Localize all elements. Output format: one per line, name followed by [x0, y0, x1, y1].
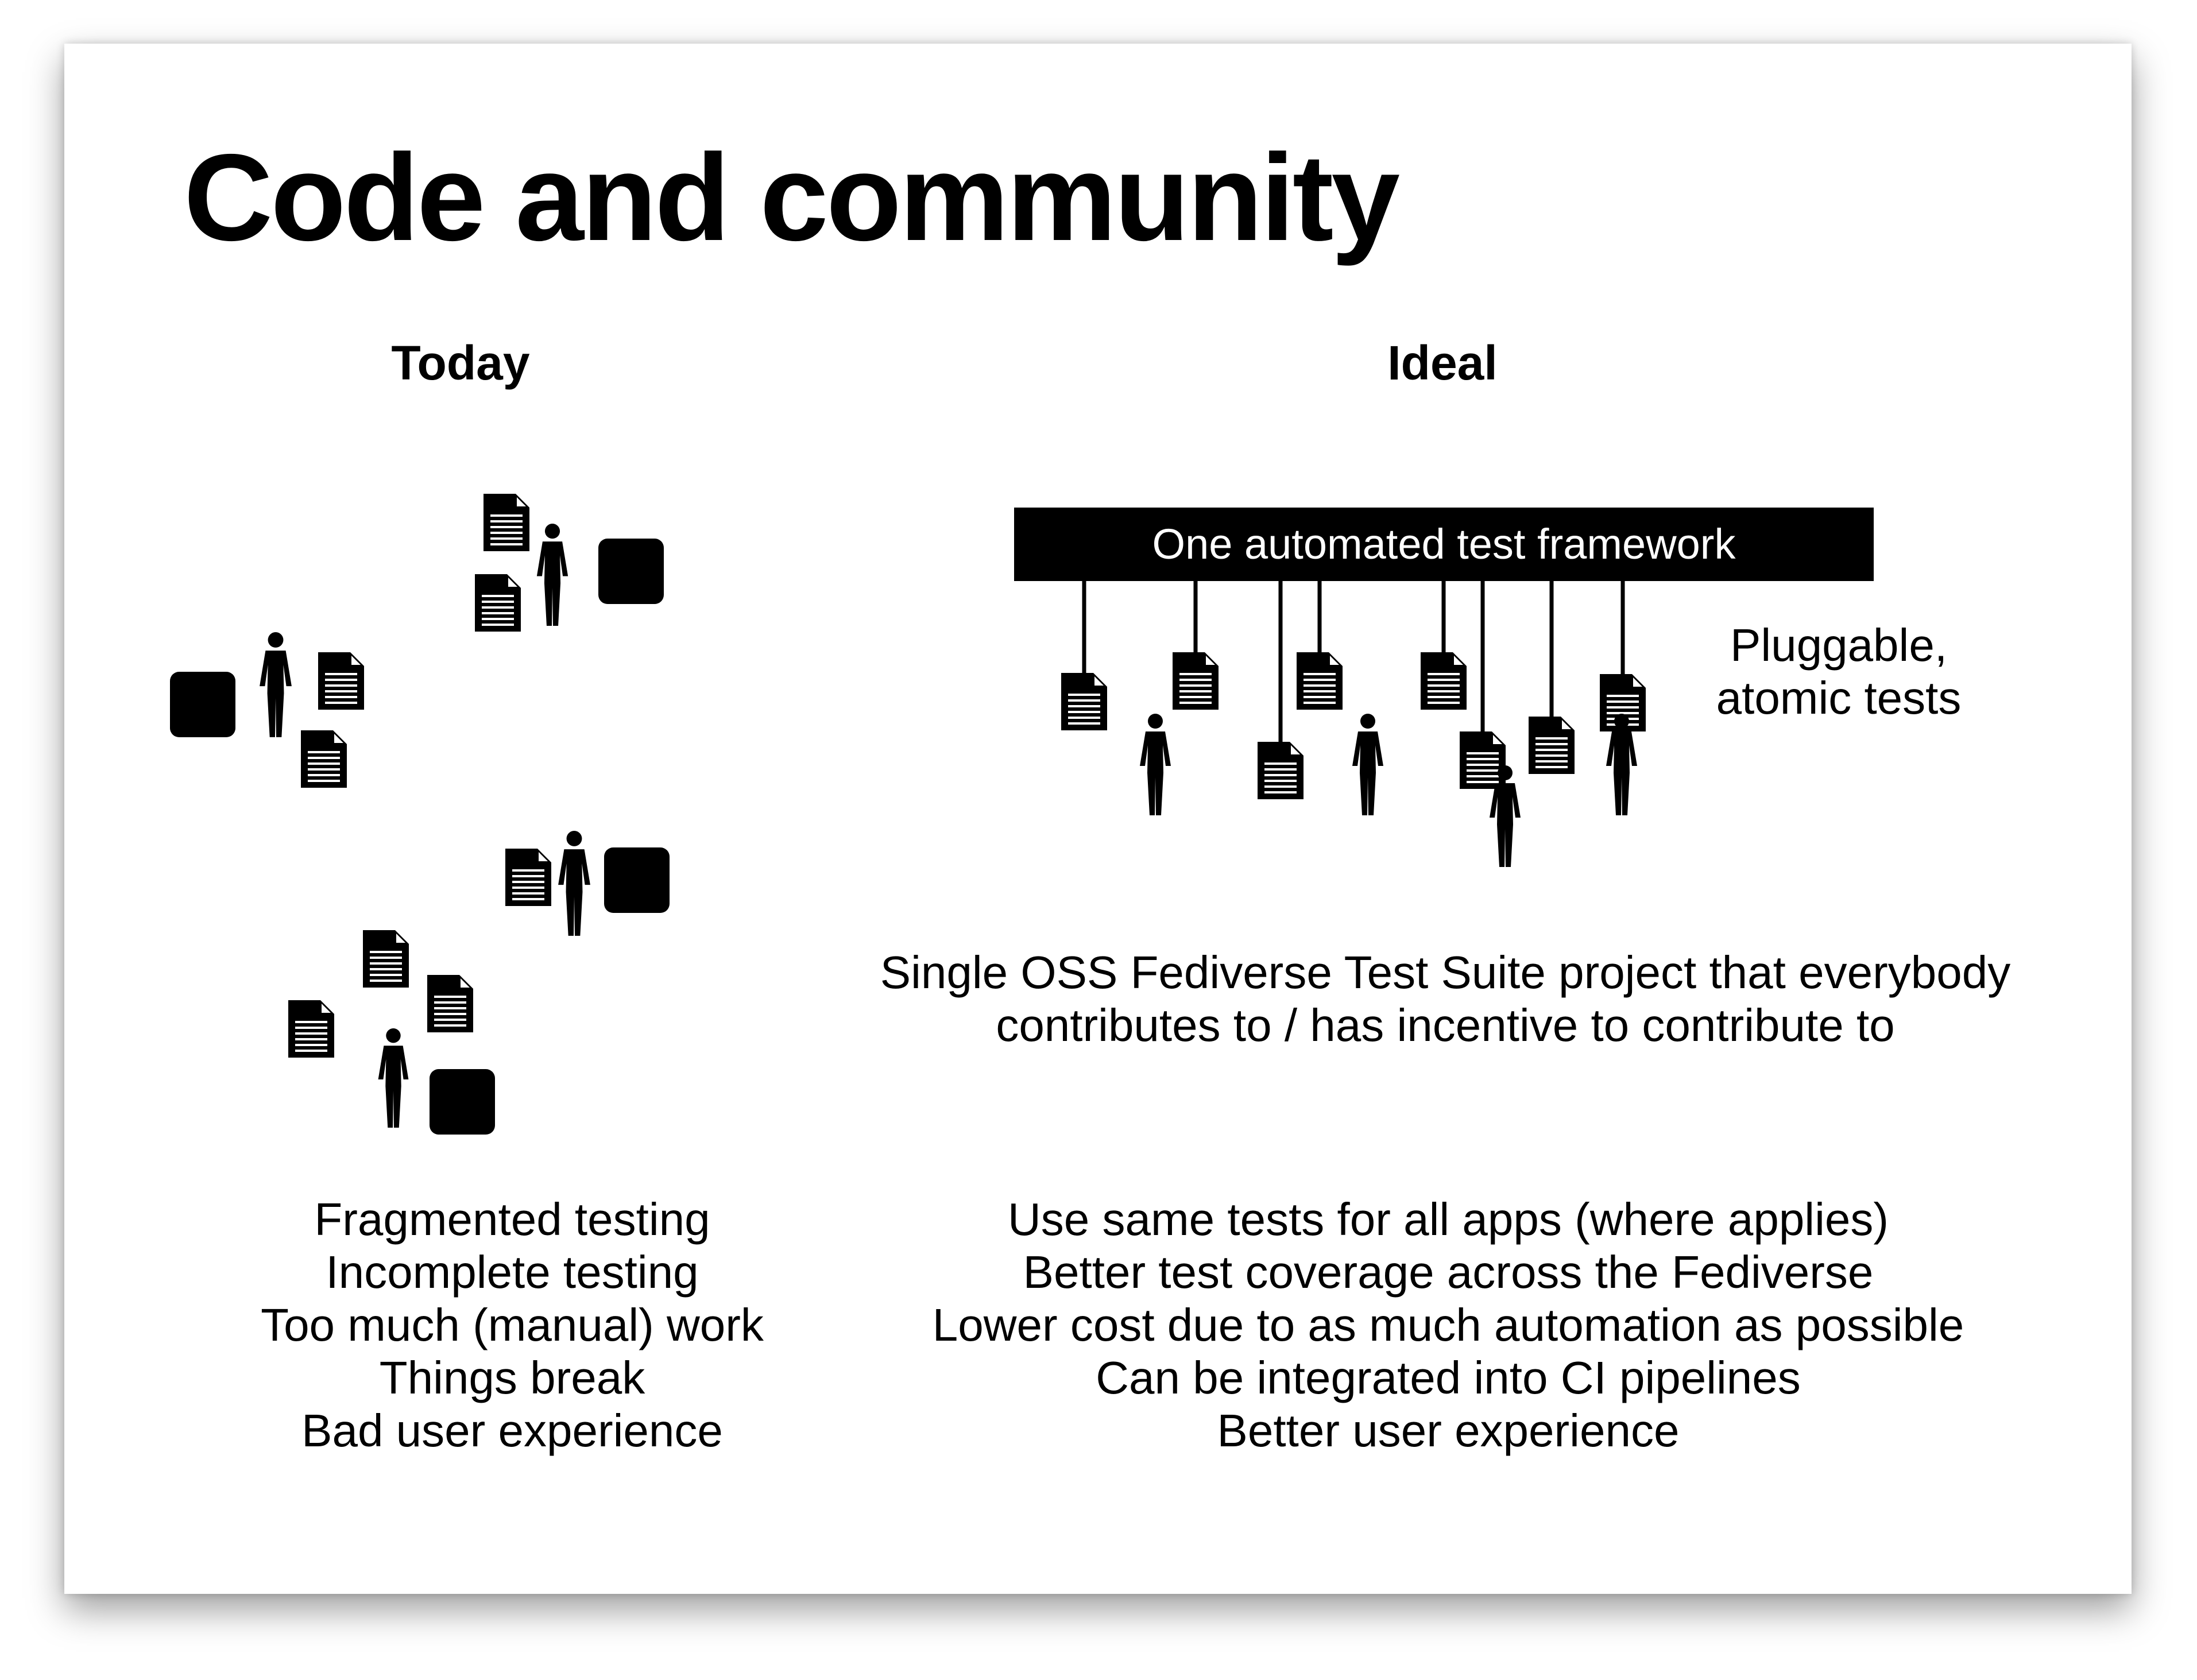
document-icon	[1258, 742, 1303, 799]
document-icon	[505, 849, 551, 906]
today-bullets: Fragmented testing Incomplete testing To…	[168, 1193, 857, 1457]
document-icon	[1460, 731, 1506, 789]
document-icon	[1421, 652, 1467, 710]
app-box-icon	[604, 847, 670, 913]
pluggable-line: Pluggable,	[1730, 620, 1948, 671]
ideal-summary: Single OSS Fediverse Test Suite project …	[788, 946, 2103, 1052]
today-bullet: Too much (manual) work	[261, 1299, 764, 1350]
ideal-heading: Ideal	[1387, 336, 1498, 390]
person-icon	[260, 632, 292, 737]
today-bullet: Incomplete testing	[326, 1247, 699, 1298]
document-icon	[484, 494, 529, 551]
ideal-bullet: Better test coverage across the Fedivers…	[1023, 1247, 1874, 1298]
document-icon	[1173, 652, 1219, 710]
summary-line: contributes to / has incentive to contri…	[996, 1000, 1895, 1051]
pluggable-line: atomic tests	[1716, 672, 1962, 723]
app-box-icon	[598, 539, 664, 604]
app-box-icon	[430, 1069, 495, 1135]
today-heading: Today	[391, 336, 530, 390]
ideal-bullet: Better user experience	[1217, 1405, 1680, 1456]
document-icon	[1061, 673, 1107, 730]
document-icon	[318, 652, 364, 710]
ideal-bullet: Use same tests for all apps (where appli…	[1008, 1194, 1889, 1245]
today-bullet: Fragmented testing	[314, 1194, 710, 1245]
document-icon	[427, 975, 473, 1032]
framework-bar	[1014, 508, 1874, 581]
document-icon	[1297, 652, 1343, 710]
ideal-bullet: Can be integrated into CI pipelines	[1096, 1352, 1801, 1403]
document-icon	[475, 574, 521, 632]
document-icon	[288, 1000, 334, 1058]
ideal-bullets: Use same tests for all apps (where appli…	[840, 1193, 2057, 1457]
person-icon	[1140, 714, 1171, 815]
person-icon	[1352, 714, 1383, 815]
document-icon	[1529, 717, 1575, 774]
ideal-bullet: Lower cost due to as much automation as …	[932, 1299, 1964, 1350]
summary-line: Single OSS Fediverse Test Suite project …	[880, 947, 2011, 998]
today-bullet: Things break	[379, 1352, 645, 1403]
person-icon	[558, 831, 590, 936]
app-box-icon	[170, 672, 235, 737]
slide-title: Code and community	[184, 128, 1400, 266]
pluggable-label: Pluggable, atomic tests	[1678, 619, 1999, 725]
illustration	[170, 494, 1874, 1135]
person-icon	[378, 1028, 409, 1128]
slide: Code and community Today Ideal	[64, 44, 2132, 1594]
document-icon	[301, 730, 347, 788]
person-icon	[536, 524, 568, 626]
document-icon	[363, 930, 409, 988]
framework-label: One automated test framework	[1152, 520, 1736, 568]
today-bullet: Bad user experience	[301, 1405, 723, 1456]
